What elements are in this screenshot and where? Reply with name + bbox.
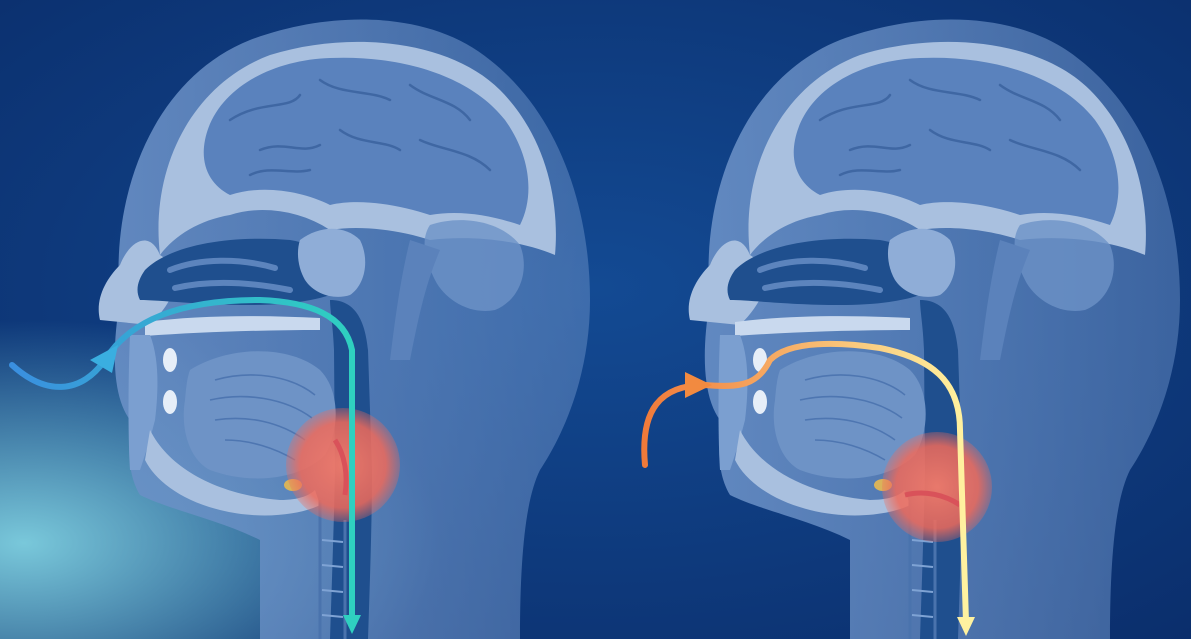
right-larynx-highlight — [882, 432, 992, 542]
